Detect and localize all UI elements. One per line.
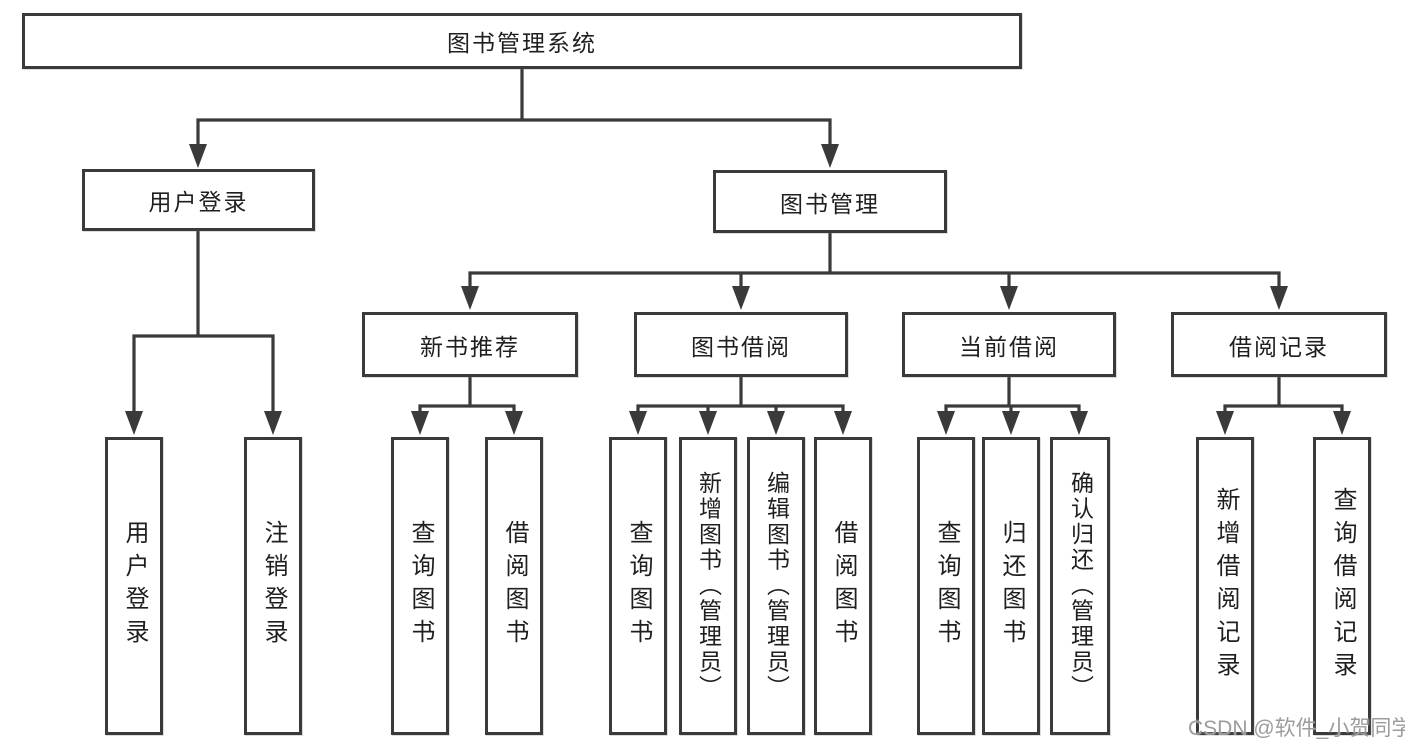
node-label: 图书管理系统 bbox=[447, 30, 597, 56]
node-label: 新书推荐 bbox=[420, 333, 520, 360]
node-label: 新增借阅记录 bbox=[1212, 487, 1239, 685]
node-new-book-recommend: 新书推荐 bbox=[362, 312, 578, 377]
node-label: 新增图书（管理员） bbox=[695, 471, 722, 701]
node-label: 图书管理 bbox=[780, 190, 880, 217]
node-label: 查询图书 bbox=[407, 520, 434, 652]
node-label: 查询借阅记录 bbox=[1329, 487, 1356, 685]
node-book-borrow: 图书借阅 bbox=[634, 312, 848, 377]
leaf-add-book-admin: 新增图书（管理员） bbox=[679, 437, 737, 735]
node-label: 用户登录 bbox=[148, 189, 249, 215]
leaf-confirm-return-admin: 确认归还（管理员） bbox=[1050, 437, 1110, 735]
node-label: 借阅图书 bbox=[501, 520, 528, 652]
node-label: 注销登录 bbox=[260, 520, 287, 652]
node-label: 确认归还（管理员） bbox=[1067, 471, 1094, 701]
leaf-add-borrow-record: 新增借阅记录 bbox=[1196, 437, 1254, 735]
node-label: 查询图书 bbox=[625, 520, 652, 652]
node-label: 借阅图书 bbox=[830, 520, 857, 652]
node-book-management: 图书管理 bbox=[713, 170, 947, 233]
node-current-borrow: 当前借阅 bbox=[902, 312, 1116, 377]
leaf-edit-book-admin: 编辑图书（管理员） bbox=[747, 437, 805, 735]
node-label: 图书借阅 bbox=[691, 333, 791, 360]
node-label: 用户登录 bbox=[121, 520, 148, 652]
node-label: 编辑图书（管理员） bbox=[763, 471, 790, 701]
leaf-user-login: 用户登录 bbox=[105, 437, 163, 735]
node-label: 归还图书 bbox=[998, 520, 1025, 652]
leaf-logout: 注销登录 bbox=[244, 437, 302, 735]
leaf-borrow-book-1: 借阅图书 bbox=[485, 437, 543, 735]
leaf-query-borrow-record: 查询借阅记录 bbox=[1313, 437, 1371, 735]
node-label: 查询图书 bbox=[933, 520, 960, 652]
leaf-return-book: 归还图书 bbox=[982, 437, 1040, 735]
node-label: 借阅记录 bbox=[1229, 333, 1329, 360]
leaf-query-book-3: 查询图书 bbox=[917, 437, 975, 735]
leaf-query-book-2: 查询图书 bbox=[609, 437, 667, 735]
node-root-system: 图书管理系统 bbox=[22, 13, 1022, 69]
node-label: 当前借阅 bbox=[959, 333, 1059, 360]
leaf-borrow-book-2: 借阅图书 bbox=[814, 437, 872, 735]
node-borrow-records: 借阅记录 bbox=[1171, 312, 1387, 377]
node-user-login: 用户登录 bbox=[82, 169, 315, 231]
csdn-watermark: CSDN @软件_小贺同学 bbox=[1188, 717, 1405, 740]
leaf-query-book-1: 查询图书 bbox=[391, 437, 449, 735]
